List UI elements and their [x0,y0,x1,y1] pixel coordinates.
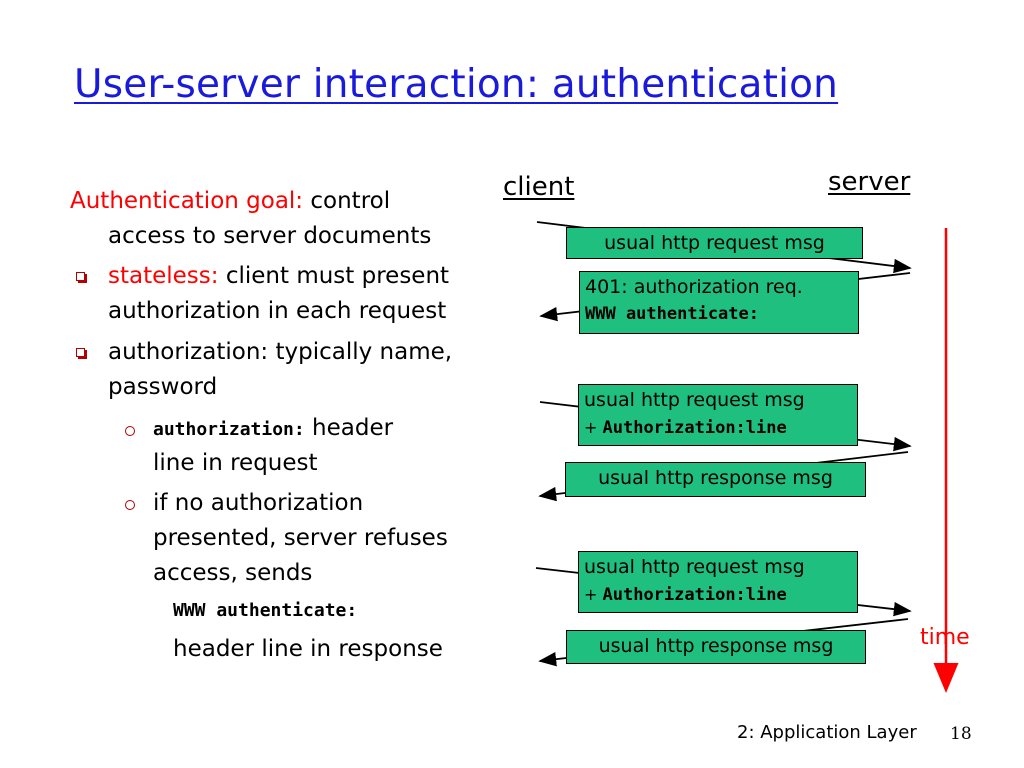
bullet-authorization: authorization: typically name, [108,339,453,365]
authorization-code: authorization: [153,419,305,440]
bullet-authorization-cont: password [108,374,218,400]
server-label: server [828,167,911,197]
goal-text-cont: access to server documents [108,223,432,249]
msg-401-authorization: 401: authorization req. WWW authenticate… [579,271,859,334]
goal-text: control [310,188,391,214]
bullet-stateless-cont: authorization in each request [108,298,447,324]
msg-response-1: usual http response msg [565,462,866,497]
square-bullet-icon [76,348,85,357]
sub-bullet-refuse: if no authorization [153,490,364,516]
www-authenticate-code: WWW authenticate: [173,600,358,621]
circle-bullet-icon [125,426,135,436]
sub-bullet-refuse-cont1: presented, server refuses [153,525,448,551]
msg-response-2: usual http response msg [566,630,866,664]
msg-request-1: usual http request msg [566,227,863,259]
goal-line: Authentication goal: control [70,184,390,218]
page-number: 18 [950,724,972,744]
circle-bullet-icon [125,500,135,510]
msg-request-2: usual http request msg + Authorization:l… [578,384,858,446]
sub-bullet-header-cont: line in request [153,450,318,476]
sub-bullet-refuse-cont2: access, sends [153,560,313,586]
header-response-text: header line in response [173,636,443,662]
square-bullet-icon [76,272,85,281]
bullet-stateless: stateless: client must present [108,263,450,289]
client-label: client [503,172,575,202]
msg-request-3: usual http request msg + Authorization:l… [578,551,858,613]
slide-title: User-server interaction: authentication [74,62,839,107]
goal-label: Authentication goal: [70,188,304,214]
footer-section: 2: Application Layer [737,722,917,743]
stateless-label: stateless: [108,263,219,289]
time-label: time [920,625,970,650]
sub-bullet-header: authorization: header [153,415,394,441]
